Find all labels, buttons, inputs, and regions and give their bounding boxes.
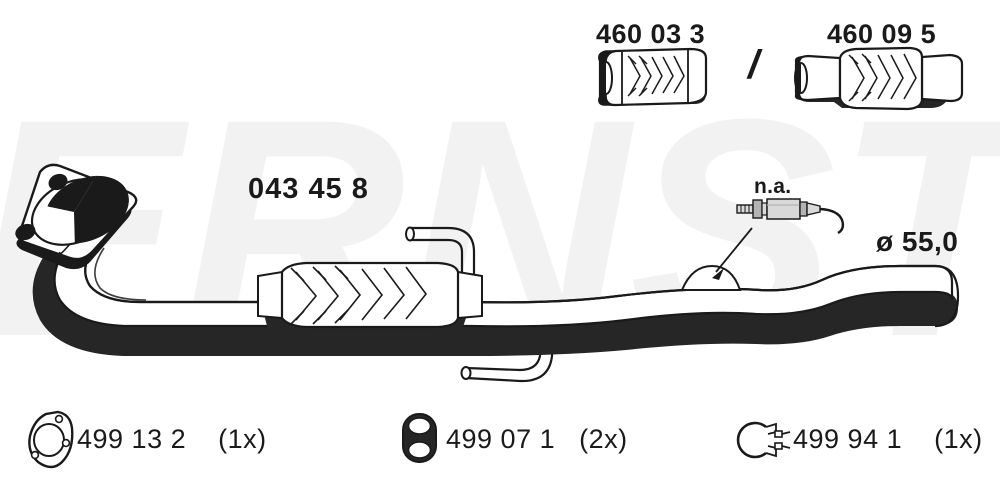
- sensor-availability-label: n.a.: [754, 175, 792, 198]
- diameter-label: ø 55,0: [876, 226, 959, 257]
- accessory-part-number-3: 499 94 1: [793, 424, 903, 454]
- exhaust-flange: [15, 163, 138, 270]
- accessory-label-1: 499 13 2 (1x): [77, 426, 267, 453]
- flex-joint-section: [257, 261, 483, 330]
- alternative-part-number-2: 460 09 5: [827, 19, 937, 49]
- accessory-quantity-1: (1x): [218, 424, 267, 454]
- accessory-part-number-1: 499 13 2: [77, 424, 187, 454]
- upper-hanger-rod: [405, 226, 476, 292]
- sensor-boss: [680, 264, 742, 291]
- accessory-quantity-3: (1x): [934, 424, 983, 454]
- lower-hanger-rod: [460, 305, 554, 383]
- alternatives-separator: /: [748, 43, 760, 87]
- accessory-quantity-2: (2x): [579, 424, 628, 454]
- watermark-text: ERNST: [0, 54, 1000, 401]
- main-part-number: 043 45 8: [248, 173, 369, 205]
- accessory-label-3: 499 94 1 (1x): [793, 426, 983, 453]
- accessory-part-number-2: 499 07 1: [446, 424, 556, 454]
- accessory-label-2: 499 07 1 (2x): [446, 426, 628, 453]
- sensor-pointer-arrow: [712, 227, 753, 280]
- alternative-part-number-1: 460 03 3: [596, 19, 706, 49]
